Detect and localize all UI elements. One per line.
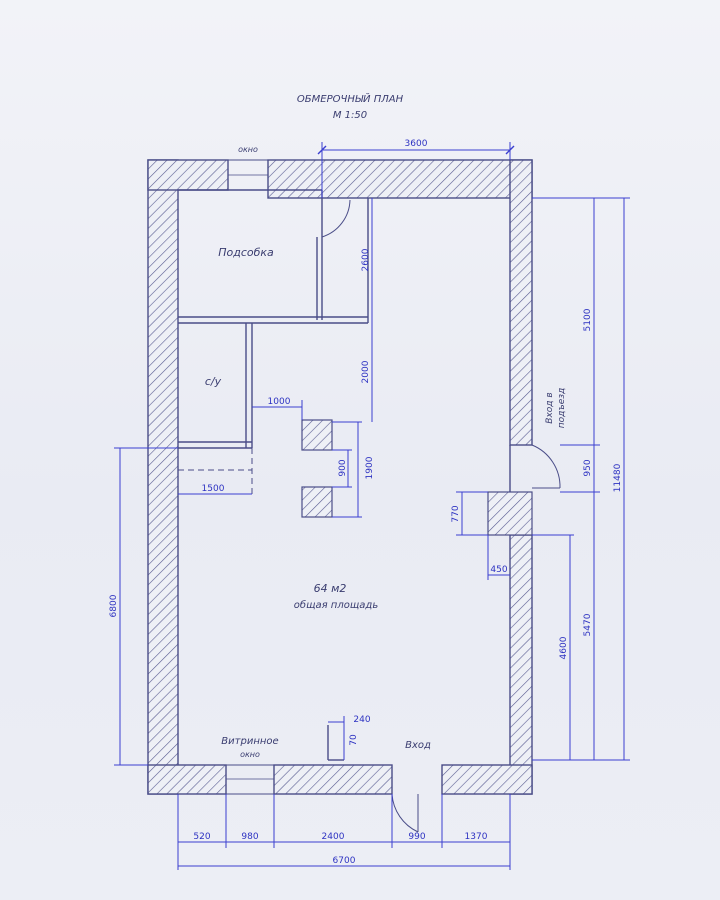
dim-bottom-1370: 1370	[465, 832, 488, 842]
wall-left	[147, 159, 179, 795]
wall-bottom-2	[273, 764, 393, 795]
dim-col-gap: 900	[338, 459, 348, 476]
label-entrance: Вход	[405, 740, 431, 751]
dim-total-width: 6700	[333, 856, 356, 866]
dim-wc-depth: 2000	[361, 360, 371, 383]
main-entrance-door	[391, 765, 443, 833]
svg-text:Вход в: Вход в	[545, 392, 555, 423]
wall-top-right	[267, 159, 533, 199]
door-arc-storage	[321, 199, 351, 238]
label-shop-window-2: окно	[240, 750, 260, 759]
dim-col-770: 770	[451, 505, 461, 522]
dim-top-width: 3600	[405, 139, 428, 149]
label-shop-window: Витринное	[221, 736, 278, 747]
plan-scale: М 1:50	[333, 110, 367, 121]
shop-window-opening	[225, 764, 275, 795]
dimension-lines: 3600 2600 2000 1900 900 1000 1500 5100 9…	[109, 139, 630, 870]
dim-right-4600: 4600	[559, 636, 569, 659]
dim-bottom-520: 520	[193, 832, 210, 842]
dim-col-450: 450	[490, 565, 507, 575]
label-side-entrance: Вход в подъезд	[545, 388, 567, 429]
entrance-step	[327, 725, 344, 761]
dim-partition-1000: 1000	[268, 397, 291, 407]
side-entrance-door	[509, 444, 561, 492]
dim-total-height: 11480	[613, 463, 623, 492]
column-right	[487, 491, 533, 536]
dim-right-5100: 5100	[583, 308, 593, 331]
svg-text:подъезд: подъезд	[557, 388, 567, 429]
label-wc: с/у	[205, 375, 222, 388]
column-2	[301, 486, 333, 518]
label-window-top: окно	[238, 145, 258, 154]
column-1	[301, 419, 333, 451]
columns	[301, 419, 533, 536]
wall-right-lower	[509, 534, 533, 795]
interior-partitions	[178, 189, 369, 495]
exterior-walls	[147, 159, 533, 795]
dim-left-1500: 1500	[202, 484, 225, 494]
wall-right-upper	[509, 159, 533, 446]
plan-title: ОБМЕРОЧНЫЙ ПЛАН	[297, 92, 404, 105]
dim-step-240: 240	[353, 715, 370, 725]
dim-storage-depth: 2600	[361, 248, 371, 271]
dim-bottom-980: 980	[241, 832, 258, 842]
label-area-caption: общая площадь	[294, 599, 379, 611]
dim-bottom-2400: 2400	[322, 832, 345, 842]
dim-step-70: 70	[349, 734, 359, 746]
dim-col-span: 1900	[365, 456, 375, 479]
label-storage: Подсобка	[218, 246, 274, 259]
wall-bottom-1	[147, 764, 227, 795]
dim-side-door: 950	[583, 459, 593, 476]
dim-bottom-990: 990	[408, 832, 425, 842]
wall-top-left	[147, 159, 229, 191]
dim-right-5470: 5470	[583, 613, 593, 636]
dim-left-6800: 6800	[109, 594, 119, 617]
wall-bottom-3	[441, 764, 533, 795]
label-area: 64 м2	[314, 582, 347, 595]
